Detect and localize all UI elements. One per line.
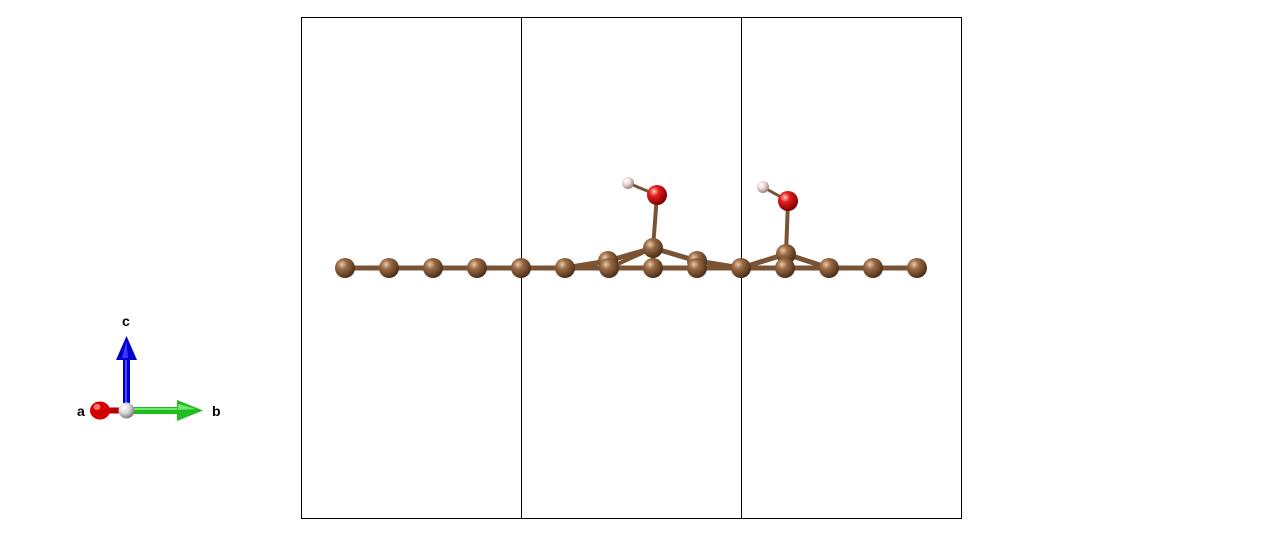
carbon-atom [907, 258, 927, 278]
axis-label-a: a [77, 403, 85, 419]
carbon-atom [511, 258, 531, 278]
carbon-atom [423, 258, 443, 278]
hydrogen-atom [622, 177, 634, 189]
carbon-atom [555, 258, 575, 278]
axis-triad: c a b [77, 313, 221, 421]
c-axis-arrow [116, 336, 137, 410]
carbon-atom [863, 258, 883, 278]
carbon-atom [599, 258, 619, 278]
hydrogen-atom [757, 181, 769, 193]
oxygen-atom [647, 185, 667, 205]
carbon-atom [643, 258, 663, 278]
carbon-atom [819, 258, 839, 278]
b-axis-arrow [127, 400, 203, 421]
axis-label-b: b [212, 403, 221, 419]
bonds [342, 181, 920, 271]
carbon-atom [775, 258, 795, 278]
carbon-atom [731, 258, 751, 278]
carbon-atom [335, 258, 355, 278]
axis-label-c: c [122, 313, 130, 329]
atoms [335, 177, 927, 278]
carbon-atom [379, 258, 399, 278]
carbon-atom [467, 258, 487, 278]
a-axis-arrow [90, 401, 124, 420]
cell-boundary [301, 17, 962, 519]
axis-origin-sphere [118, 402, 135, 419]
carbon-atom [643, 238, 663, 258]
oxygen-atom [778, 191, 798, 211]
carbon-atom [687, 258, 707, 278]
